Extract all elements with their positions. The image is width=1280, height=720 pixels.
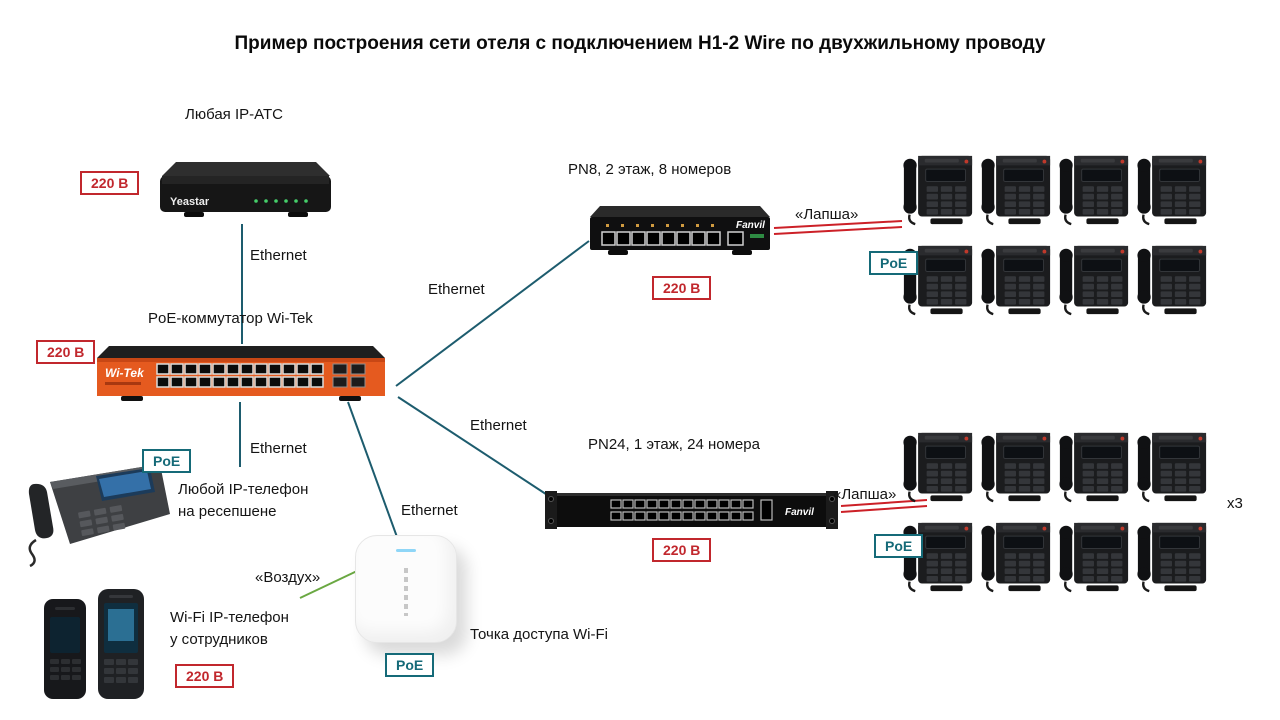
ethernet-line-switch-pn8 — [395, 240, 590, 387]
poe-switch-label: PoE-коммутатор Wi-Tek — [148, 310, 313, 327]
ethernet-label-ap: Ethernet — [401, 502, 458, 519]
wifi-handsets-device — [36, 583, 156, 710]
pn24-label: PN24, 1 этаж, 24 номера — [588, 436, 760, 453]
wifi-phone-label: Wi-Fi IP-телефон у сотрудников — [170, 607, 289, 651]
lapsha-label-floor1: «Лапша» — [833, 486, 897, 503]
ip-phone — [980, 240, 1052, 320]
wifi-access-point-device — [355, 535, 457, 643]
lapsha-line-floor1-b — [840, 505, 928, 513]
ap-status-led — [396, 549, 416, 552]
ip-phone — [980, 427, 1052, 507]
reception-phone-device — [20, 452, 175, 572]
pn24-brand-text: Fanvil — [785, 507, 814, 518]
ethernet-line-switch-ap — [347, 401, 398, 538]
ip-phone — [1136, 427, 1208, 507]
wifi-phone-label-line1: Wi-Fi IP-телефон — [170, 609, 289, 626]
ip-phone — [1136, 150, 1208, 230]
air-line-wifi-phone-ap — [299, 570, 358, 599]
ip-phone — [1058, 427, 1130, 507]
diagram-title: Пример построения сети отеля с подключен… — [234, 33, 1046, 54]
pn24-switch-device: Fanvil — [545, 487, 838, 538]
ip-phone — [1136, 240, 1208, 320]
ip-phone — [1058, 517, 1130, 597]
ip-phone — [980, 150, 1052, 230]
lapsha-line-floor2-a — [773, 220, 903, 229]
lapsha-line-floor2-b — [773, 226, 903, 235]
air-label: «Воздух» — [255, 569, 321, 586]
ip-phone — [1058, 150, 1130, 230]
phone-grid-floor1 — [902, 427, 1212, 597]
ethernet-line-switch-pn24 — [397, 396, 559, 503]
pn8-brand-text: Fanvil — [736, 220, 765, 231]
pbx-brand-text: Yeastar — [170, 196, 210, 208]
power-badge-pn24: 220 В — [652, 538, 712, 562]
ip-phone — [1136, 517, 1208, 597]
poe-badge-floor2: PoE — [869, 251, 919, 275]
access-point-label: Точка доступа Wi-Fi — [470, 626, 608, 643]
poe-badge-reception: PoE — [142, 449, 192, 473]
poe-badge-floor1: PoE — [874, 534, 924, 558]
pn8-label: PN8, 2 этаж, 8 номеров — [568, 161, 732, 178]
ethernet-label-pn24: Ethernet — [470, 417, 527, 434]
power-badge-pn8: 220 В — [652, 276, 712, 300]
ip-pbx-label: Любая IP-АТС — [185, 106, 283, 123]
wifi-phone-label-line2: у сотрудников — [170, 631, 268, 648]
switch-brand-text: Wi-Tek — [105, 366, 145, 380]
power-badge-switch: 220 В — [36, 340, 96, 364]
pn8-switch-device: Fanvil — [588, 204, 772, 267]
ap-vent-slots — [404, 568, 408, 616]
phone-grid-floor2 — [902, 150, 1212, 320]
lapsha-label-floor2: «Лапша» — [795, 206, 859, 223]
ip-phone — [902, 427, 974, 507]
reception-phone-label-line1: Любой IP-телефон — [178, 481, 309, 498]
ethernet-label-pn8: Ethernet — [428, 281, 485, 298]
ip-phone — [902, 150, 974, 230]
ethernet-label-pbx: Ethernet — [250, 247, 307, 264]
power-badge-wifi-phone: 220 В — [175, 664, 235, 688]
x3-label: x3 — [1227, 495, 1243, 512]
ip-phone — [980, 517, 1052, 597]
reception-phone-label: Любой IP-телефон на ресепшене — [178, 479, 308, 523]
ip-phone — [1058, 240, 1130, 320]
poe-switch-device: Wi-Tek — [95, 344, 387, 407]
ethernet-label-reception: Ethernet — [250, 440, 307, 457]
poe-badge-ap: PoE — [385, 653, 435, 677]
ip-pbx-device: Yeastar — [158, 160, 333, 227]
reception-phone-label-line2: на ресепшене — [178, 503, 277, 520]
power-badge-pbx: 220 В — [80, 171, 140, 195]
